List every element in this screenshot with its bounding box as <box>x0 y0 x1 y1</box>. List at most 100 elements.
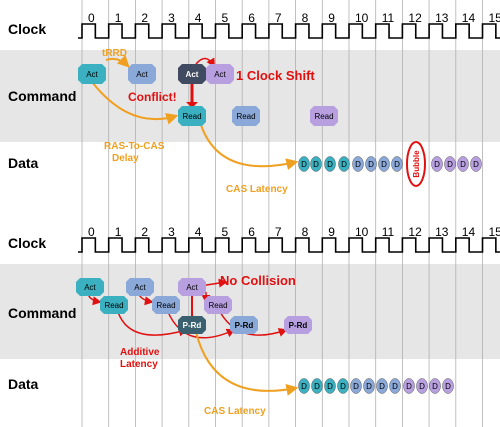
bottom-pill-act2: Act <box>178 278 206 296</box>
bottom-pill-act2-text: Act <box>186 283 198 292</box>
bottom-pill-prd1: P-Rd <box>230 316 258 334</box>
bottom-clock-tick: 0 <box>88 225 95 239</box>
bottom-data-bead <box>311 378 323 394</box>
top-clock-tick: 9 <box>328 11 335 25</box>
bottom-data-bead <box>324 378 336 394</box>
bottom-data-bead-label: D <box>406 382 412 391</box>
bottom-clock-tick: 12 <box>408 225 422 239</box>
top-data-bead <box>391 156 403 172</box>
top-pill-read3: Read <box>310 106 338 126</box>
top-data-bead-label: D <box>313 160 319 169</box>
top-pill-read2-shape <box>232 106 260 126</box>
top-clock-tick: 12 <box>408 11 422 25</box>
bottom-pill-prd2: P-Rd <box>284 316 312 334</box>
bottom-data-bead-label: D <box>392 382 398 391</box>
top-data-bead-label: D <box>473 160 479 169</box>
bottom-pill-read0: Read <box>100 296 128 314</box>
top-data-bead-label: D <box>355 160 361 169</box>
top-data-bead-label: D <box>460 160 466 169</box>
top-data-bead <box>431 156 443 172</box>
bottom-pill-prd0-shape <box>178 316 206 334</box>
no-collision-label: No Collision <box>220 273 296 288</box>
bottom-pill-read2-text: Read <box>208 301 227 310</box>
bottom-pill-act2-shape <box>178 278 206 296</box>
top-clock-tick: 13 <box>435 11 449 25</box>
top-pill-act3: Act <box>206 64 234 84</box>
bottom-clock-tick: 6 <box>248 225 255 239</box>
bottom-data-bead <box>363 378 375 394</box>
top-data-bead-label: D <box>368 160 374 169</box>
bottom-pill-prd0-text: P-Rd <box>183 321 202 330</box>
top-clock-tick: 8 <box>302 11 309 25</box>
top-clock-tick: 1 <box>115 11 122 25</box>
bottom-pill-act1: Act <box>126 278 154 296</box>
bottom-clock-tick: 8 <box>302 225 309 239</box>
top-pill-act3-shape <box>206 64 234 84</box>
bottom-clock-label: Clock <box>8 235 46 251</box>
bottom-data-bead <box>429 378 441 394</box>
bottom-clock-tick: 14 <box>462 225 476 239</box>
top-pill-read1-shape <box>178 106 206 126</box>
bottom-pill-read0-shape <box>100 296 128 314</box>
bottom-data-bead-label: D <box>419 382 425 391</box>
bottom-arrows <box>87 278 299 396</box>
top-data-bead <box>444 156 456 172</box>
top-pill-act1: Act <box>128 64 156 84</box>
top-pill-act2: Act <box>178 64 206 84</box>
bottom-data-bead <box>442 378 454 394</box>
bottom-clock-tick: 1 <box>115 225 122 239</box>
bottom-data-bead-label: D <box>327 382 333 391</box>
bottom-data-bead-label: D <box>314 382 320 391</box>
top-data-bead-label: D <box>447 160 453 169</box>
top-data-bead <box>352 156 364 172</box>
bottom-data-bead-label: D <box>301 382 307 391</box>
bottom-clock-tick: 7 <box>275 225 282 239</box>
top-data-bead <box>338 156 350 172</box>
top-data-label: Data <box>8 155 39 171</box>
top-cas-arrow <box>199 121 299 171</box>
bottom-pill-act0-text: Act <box>84 283 96 292</box>
top-data-bead <box>310 156 322 172</box>
bottom-data-bead <box>403 378 415 394</box>
top-data-bead-label: D <box>341 160 347 169</box>
top-pill-act2-text: Act <box>186 70 199 79</box>
bottom-clock-tick: 11 <box>382 225 395 239</box>
top-command-label: Command <box>8 88 76 104</box>
top-clock-tick: 4 <box>195 11 202 25</box>
trrd-arrow <box>105 54 130 68</box>
top-data-bead-label: D <box>301 160 307 169</box>
bottom-data-label: Data <box>8 376 39 392</box>
bottom-pill-prd2-shape <box>284 316 312 334</box>
top-data-bead <box>365 156 377 172</box>
top-pill-act1-text: Act <box>136 70 148 79</box>
bottom-data-bead-label: D <box>432 382 438 391</box>
top-pill-read1: Read <box>178 106 206 126</box>
top-clock-tick: 0 <box>88 11 95 25</box>
bottom-pill-read2-shape <box>204 296 232 314</box>
top-clock-tick: 10 <box>355 11 369 25</box>
bottom-pill-act1-text: Act <box>134 283 146 292</box>
bottom-clock-tick: 10 <box>355 225 369 239</box>
top-clock-tick: 14 <box>462 11 476 25</box>
top-pill-read3-text: Read <box>314 112 333 121</box>
additive-label-2: Latency <box>120 359 158 370</box>
top-pill-read2-text: Read <box>236 112 255 121</box>
top-data-bead-label: D <box>381 160 387 169</box>
bottom-pill-act1-shape <box>126 278 154 296</box>
bottom-clock-tick: 9 <box>328 225 335 239</box>
top-clock-tick: 3 <box>168 11 175 25</box>
additive-long-arrow-b <box>167 311 236 339</box>
top-arrows <box>91 54 299 171</box>
bottom-data-bead <box>389 378 401 394</box>
bottom-clock-tick: 2 <box>141 225 148 239</box>
bottom-pill-act0: Act <box>76 278 104 296</box>
bottom-command-label: Command <box>8 305 76 321</box>
top-clock-tick: 11 <box>382 11 395 25</box>
top-data-bead <box>457 156 469 172</box>
bottom-data-bead-label: D <box>379 382 385 391</box>
